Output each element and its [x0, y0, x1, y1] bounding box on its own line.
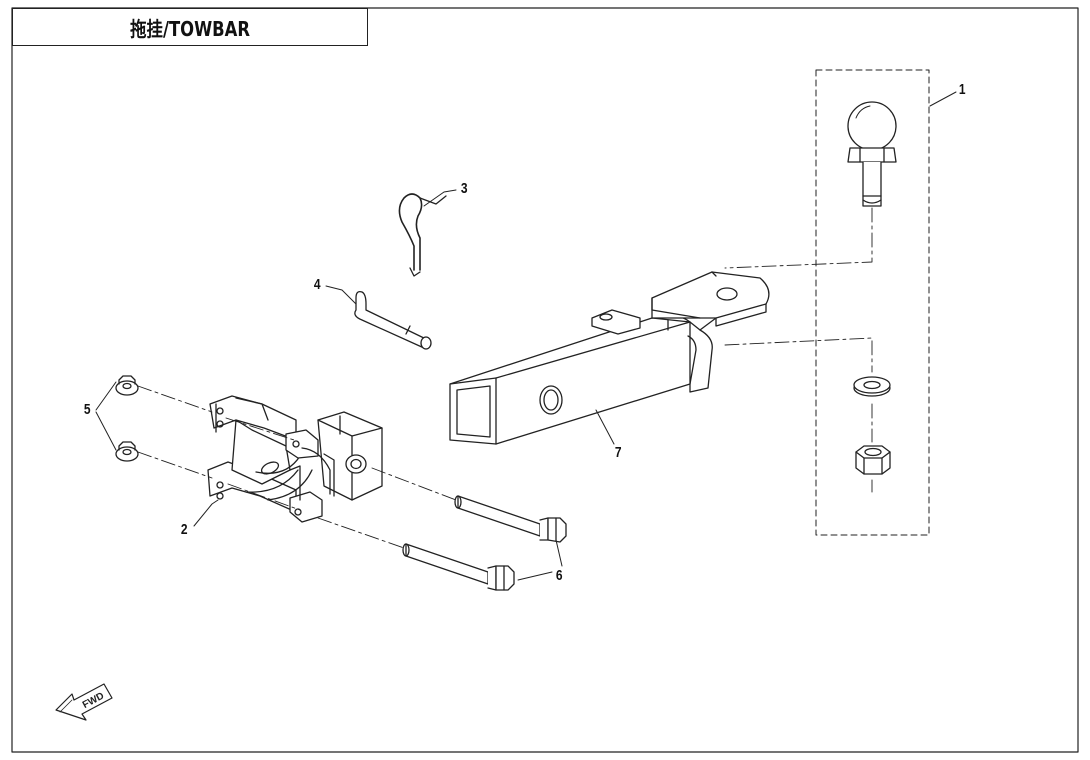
callout-2: 2	[180, 521, 188, 538]
leader-6	[517, 539, 563, 581]
page-title: 拖挂/TOWBAR	[130, 16, 250, 41]
flange-nut-upper	[115, 375, 139, 396]
title-box: 拖挂/TOWBAR	[12, 8, 368, 46]
flange-nut-lower	[115, 441, 139, 462]
leader-2	[193, 499, 219, 527]
bolt-axis-lower	[137, 451, 405, 549]
leader-5	[95, 381, 117, 451]
leader-3	[423, 189, 457, 207]
leader-4	[325, 285, 357, 305]
bolt-axis-upper	[137, 385, 457, 501]
callout-7: 7	[614, 444, 622, 461]
leader-7	[595, 409, 615, 445]
hex-nut	[855, 445, 891, 475]
callout-6: 6	[555, 567, 563, 584]
callout-4: 4	[313, 276, 321, 293]
lock-washer	[853, 376, 891, 397]
flange-bolt-upper	[454, 495, 567, 543]
towbar-drawbar	[449, 271, 770, 445]
ball-axis-line	[724, 207, 873, 493]
hitch-ball	[847, 101, 897, 207]
fwd-arrow-icon	[55, 683, 113, 721]
hitch-pin	[354, 290, 432, 350]
flange-bolt-lower	[402, 543, 515, 591]
callout-1: 1	[958, 81, 966, 98]
callout-3: 3	[460, 180, 468, 197]
diagram-frame	[11, 7, 1079, 753]
hitch-ball-kit-box	[815, 69, 930, 536]
callout-5: 5	[83, 401, 91, 418]
hitch-bracket	[207, 395, 383, 523]
leader-1	[929, 91, 957, 107]
hitch-pin-clip	[398, 193, 447, 277]
